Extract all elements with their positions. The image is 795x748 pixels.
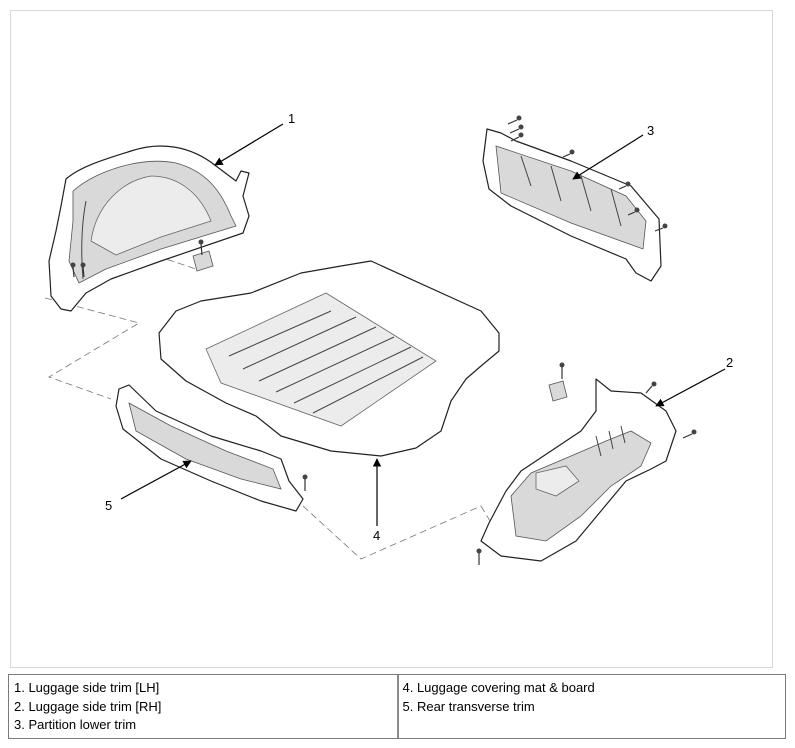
legend-item: 5. Rear transverse trim	[402, 698, 535, 714]
leader-lines	[120, 123, 726, 526]
screw	[476, 548, 482, 565]
diagram-drawing	[44, 115, 726, 565]
screw	[80, 262, 86, 278]
screw	[618, 181, 631, 190]
screw	[198, 239, 204, 256]
leader-1	[214, 123, 284, 166]
legend-item: 1. Luggage side trim [LH]	[14, 680, 160, 695]
legend-item: 4. Luggage covering mat & board	[402, 680, 595, 695]
screw	[654, 223, 668, 232]
luggage-covering-mat-board	[158, 260, 500, 457]
screw	[682, 429, 697, 439]
luggage-side-trim-rh	[480, 378, 677, 562]
leader-2	[655, 368, 726, 407]
legend-column-left: 1. Luggage side trim [LH] 2. Luggage sid…	[9, 675, 397, 738]
screw	[559, 362, 565, 379]
mat-ribs	[228, 310, 424, 414]
leader-3	[572, 134, 644, 180]
luggage-side-trim-lh	[48, 145, 250, 312]
screw	[509, 124, 524, 134]
screw	[302, 474, 308, 491]
mounting-clips	[192, 250, 568, 402]
callout-1: 1	[288, 111, 296, 126]
screw	[645, 381, 657, 394]
fastener-screws	[70, 115, 697, 565]
callout-3: 3	[647, 123, 655, 138]
exploded-parts-diagram: 1 2 3 4 5	[10, 10, 773, 668]
callout-4: 4	[373, 528, 381, 543]
callout-2: 2	[726, 355, 734, 370]
callout-5: 5	[105, 498, 113, 513]
leader-5	[120, 460, 192, 500]
screw	[510, 132, 524, 142]
screw	[70, 262, 76, 278]
legend-item: 3. Partition lower trim	[14, 717, 137, 732]
legend-item: 2. Luggage side trim [RH]	[14, 698, 162, 714]
legend-column-right: 4. Luggage covering mat & board 5. Rear …	[396, 675, 786, 738]
screw	[627, 207, 640, 216]
parts-legend-table: 1. Luggage side trim [LH] 2. Luggage sid…	[8, 674, 786, 739]
rear-transverse-trim	[115, 384, 304, 512]
screw	[507, 115, 522, 125]
screw	[562, 149, 575, 158]
